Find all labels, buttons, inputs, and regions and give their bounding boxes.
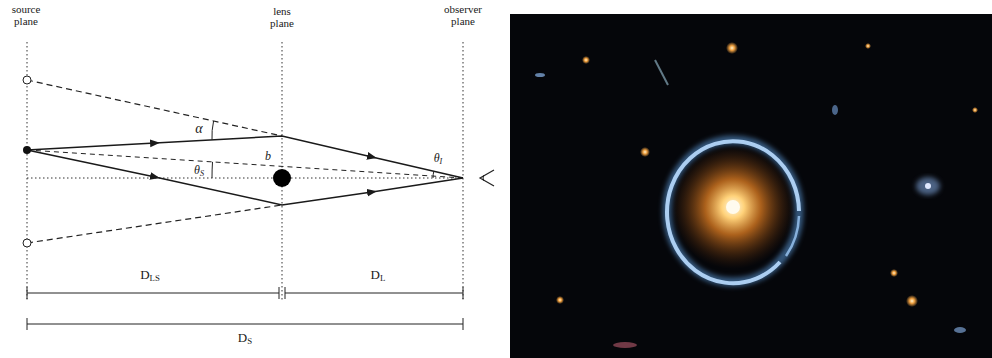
- symbol: D: [371, 267, 380, 282]
- alpha-arc: [212, 121, 214, 140]
- observer-eye: [483, 175, 484, 181]
- light-ray: [155, 177, 372, 205]
- light-ray: [372, 178, 463, 192]
- angle-label: θS: [193, 164, 205, 177]
- symbol: θ: [434, 151, 440, 165]
- subscript: S: [200, 169, 204, 178]
- subscript: LS: [150, 273, 160, 283]
- source-direction: [27, 150, 463, 178]
- apparent-ray: [27, 80, 282, 136]
- observer-eye: [480, 170, 494, 186]
- lens-mass: [273, 169, 291, 187]
- observer-plane-line: [463, 42, 464, 300]
- image-point: [23, 239, 31, 247]
- subscript: S: [247, 336, 252, 346]
- distance-label: DS: [238, 331, 252, 345]
- distance-label: DLS: [140, 268, 160, 282]
- plane-label: source plane: [3, 4, 49, 27]
- theta-s-arc: [211, 162, 213, 178]
- subscript: L: [380, 273, 385, 283]
- symbol: θ: [194, 163, 200, 177]
- light-ray: [27, 143, 155, 150]
- image-point: [23, 76, 31, 84]
- symbol: D: [140, 267, 149, 282]
- impact-parameter-label: b: [264, 150, 272, 163]
- light-ray: [372, 157, 463, 178]
- angle-label: θI: [433, 152, 444, 165]
- plane-label: lens plane: [260, 6, 304, 29]
- einstein-ring-photo: [510, 14, 992, 358]
- angle-label: α: [194, 122, 203, 137]
- plane-label: observer plane: [435, 4, 491, 27]
- source-point: [23, 146, 31, 154]
- theta-i-arc: [433, 171, 435, 178]
- light-ray: [27, 150, 155, 177]
- optical-axis: [27, 178, 463, 179]
- distance-label: DL: [371, 268, 386, 282]
- distance-bars: [27, 287, 463, 330]
- apparent-ray: [27, 205, 282, 243]
- subscript: I: [440, 157, 443, 166]
- symbol: D: [238, 330, 247, 345]
